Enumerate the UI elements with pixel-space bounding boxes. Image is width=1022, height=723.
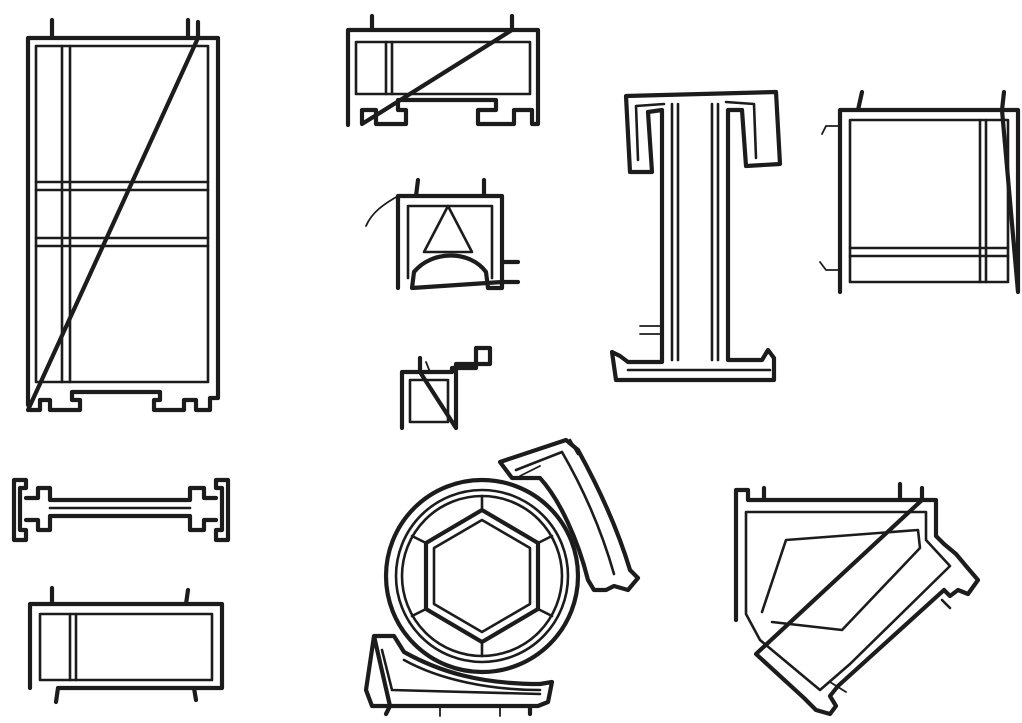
t-profile [609, 89, 783, 383]
top-frame-profile [345, 13, 541, 128]
bottom-frame-profile [27, 585, 225, 705]
small-a-profile [365, 177, 521, 291]
tall-mullion-profile [25, 17, 221, 413]
angled-frame-profile [733, 481, 981, 717]
round-hex-profile [363, 437, 641, 717]
h-bar-profile [11, 477, 231, 543]
small-box-profile [399, 345, 493, 431]
square-frame-profile [819, 89, 1021, 295]
